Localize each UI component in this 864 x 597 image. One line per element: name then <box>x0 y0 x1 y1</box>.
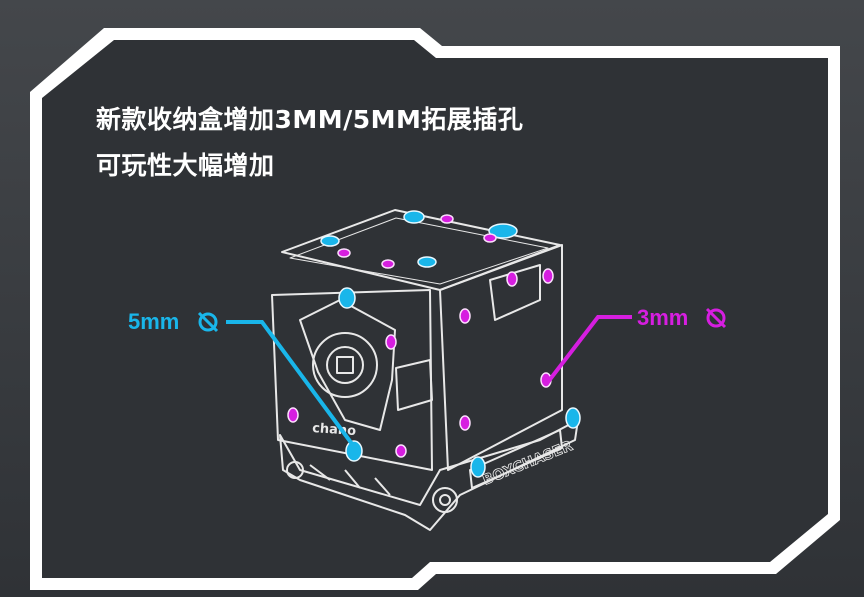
callout-3mm-label: 3mm <box>637 305 689 330</box>
callout-5mm-label: 5mm <box>128 309 180 334</box>
headline-line-1: 新款收纳盒增加3MM/5MM拓展插孔 <box>96 105 524 134</box>
headline-line-2: 可玩性大幅增加 <box>96 151 275 180</box>
holes-3mm <box>287 214 554 458</box>
diameter-icon <box>197 311 219 333</box>
box-right-face <box>439 244 563 471</box>
storage-box-illustration <box>271 209 579 531</box>
holes-5mm <box>320 210 581 478</box>
inner-panel <box>42 40 828 578</box>
box-base <box>279 419 579 531</box>
leader-line-3mm <box>546 315 632 384</box>
front-brand-text: chano <box>312 421 357 439</box>
diameter-icon <box>705 307 727 329</box>
leader-line-5mm <box>226 320 357 450</box>
box-front-face <box>271 289 433 471</box>
